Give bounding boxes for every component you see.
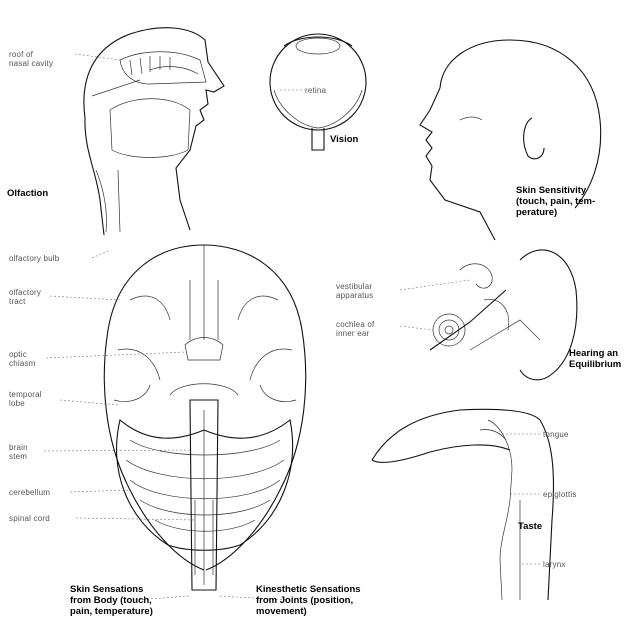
label-spinal-cord: spinal cord bbox=[9, 514, 50, 523]
title-olfaction: Olfaction bbox=[7, 189, 48, 200]
label-cochlea: cochlea of inner ear bbox=[336, 320, 374, 338]
brain-drawing bbox=[104, 245, 305, 590]
title-vision: Vision bbox=[330, 135, 358, 146]
label-brain-stem: brain stem bbox=[9, 443, 28, 461]
ear-drawing bbox=[430, 250, 577, 380]
label-epiglottis: epiglottis bbox=[543, 490, 577, 499]
label-olfactory-tract: olfactory tract bbox=[9, 288, 41, 306]
label-olfactory-bulb: olfactory bulb bbox=[9, 254, 59, 263]
label-nasal-cavity: roof of nasal cavity bbox=[9, 50, 53, 68]
leader-lines bbox=[44, 54, 540, 600]
label-tongue: tongue bbox=[543, 430, 569, 439]
label-larynx: larynx bbox=[543, 560, 566, 569]
label-cerebellum: cerebellum bbox=[9, 488, 50, 497]
title-taste: Taste bbox=[518, 522, 542, 533]
title-hearing-equilibrium: Hearing an Equilibrium bbox=[569, 349, 621, 371]
olfaction-head-drawing bbox=[84, 28, 224, 235]
label-optic-chiasm: optic chiasm bbox=[9, 350, 36, 368]
title-skin-sensations-body: Skin Sensations from Body (touch, pain, … bbox=[70, 585, 153, 618]
label-vestibular-apparatus: vestibular apparatus bbox=[336, 282, 373, 300]
label-retina: retina bbox=[305, 86, 326, 95]
tongue-drawing bbox=[372, 409, 554, 600]
title-kinesthetic-sensations: Kinesthetic Sensations from Joints (posi… bbox=[256, 585, 361, 618]
label-temporal-lobe: temporal lobe bbox=[9, 390, 42, 408]
title-skin-sensitivity: Skin Sensitivity (touch, pain, tem- pera… bbox=[516, 186, 595, 219]
